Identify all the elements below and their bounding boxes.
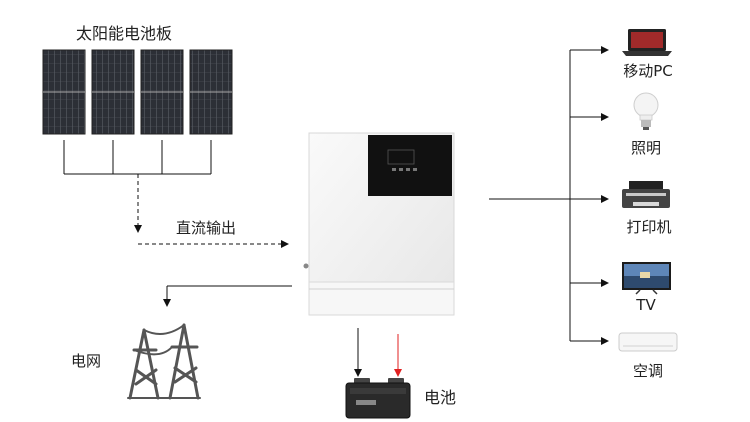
solar-panel-2 bbox=[91, 49, 135, 135]
tv-icon bbox=[622, 262, 671, 295]
solar-panel-4 bbox=[189, 49, 233, 135]
solar-panels-label: 太阳能电池板 bbox=[76, 24, 173, 43]
inverter bbox=[303, 132, 455, 316]
solar-panel-3 bbox=[140, 49, 184, 135]
air-conditioner-icon bbox=[618, 332, 678, 352]
dc-output-label: 直流输出 bbox=[176, 219, 237, 237]
grid-label: 电网 bbox=[71, 352, 102, 370]
load-label-printer: 打印机 bbox=[626, 218, 672, 236]
dc-output-connection bbox=[134, 174, 289, 248]
inverter-display-panel bbox=[368, 135, 452, 196]
load-label-lighting: 照明 bbox=[630, 139, 662, 157]
laptop-icon bbox=[622, 29, 672, 56]
grid-connection bbox=[163, 285, 292, 307]
load-label-laptop: 移动PC bbox=[623, 62, 673, 80]
light-bulb-icon bbox=[633, 92, 659, 130]
printer-icon bbox=[622, 181, 670, 208]
solar-panel-array bbox=[42, 49, 233, 135]
transmission-tower-icon bbox=[127, 323, 201, 400]
panel-wiring bbox=[63, 140, 212, 175]
battery-label: 电池 bbox=[424, 388, 457, 407]
load-bus bbox=[489, 46, 609, 345]
solar-panel-1 bbox=[42, 49, 86, 135]
battery-icon bbox=[345, 378, 411, 419]
battery-connection bbox=[354, 328, 402, 377]
load-label-tv: TV bbox=[636, 296, 656, 314]
load-label-air-conditioner: 空调 bbox=[632, 362, 664, 380]
